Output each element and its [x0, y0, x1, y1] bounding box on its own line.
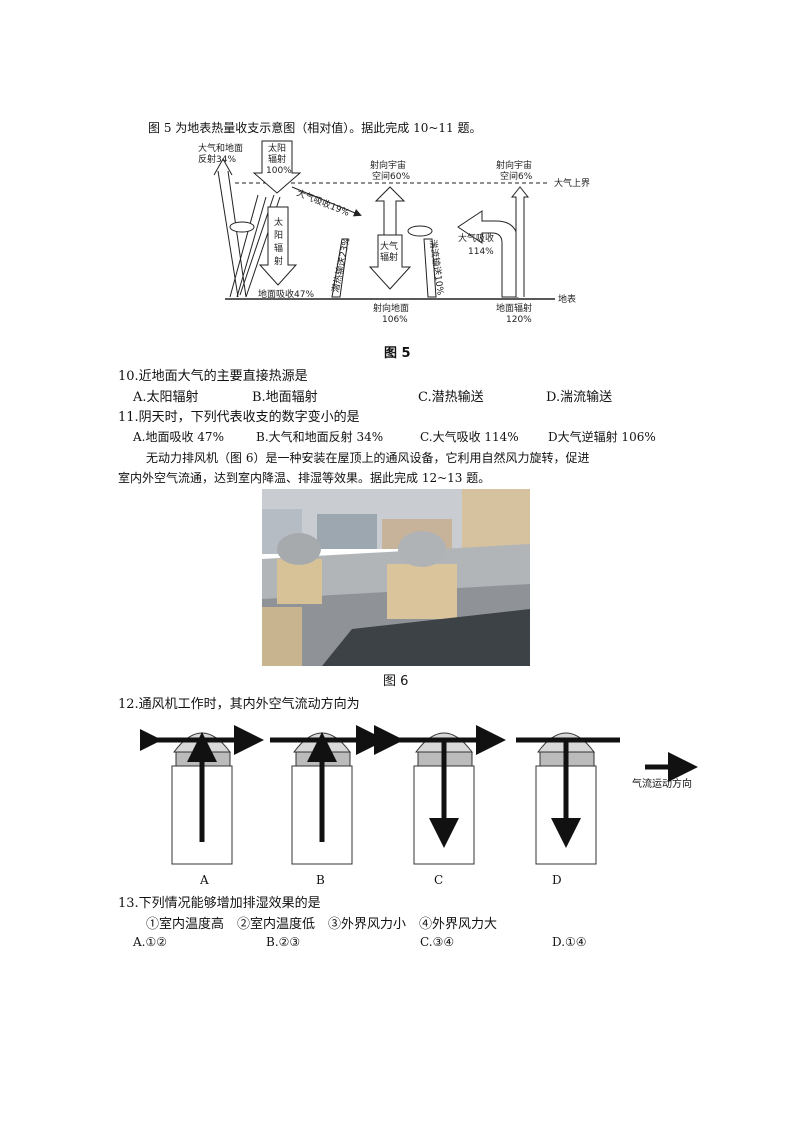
cloud-left — [229, 221, 255, 233]
svg-text:射向宇宙: 射向宇宙 — [370, 159, 406, 171]
svg-text:射向地面: 射向地面 — [373, 302, 409, 314]
q12-label-c: C — [434, 873, 444, 887]
latent-heat-arrow — [331, 238, 349, 298]
svg-text:辐: 辐 — [274, 242, 283, 254]
svg-text:大气: 大气 — [380, 240, 398, 252]
option-d-diagram — [516, 732, 620, 865]
intro-fig6-line2: 室内外空气流通，达到室内降温、排湿等效果。据此完成 12~13 题。 — [118, 471, 491, 485]
q10-option-a: A.太阳辐射 — [133, 390, 199, 405]
label-reflect-2: 反射34% — [198, 153, 236, 165]
label-atm-absorb19: 大气吸收19% — [295, 187, 352, 219]
q12-label-b: B — [316, 873, 325, 887]
q10-option-b: B.地面辐射 — [252, 390, 318, 405]
reflect-arrow-2 — [229, 194, 267, 298]
svg-text:大气吸收: 大气吸收 — [458, 232, 494, 244]
q12-stem: 12.通风机工作时，其内外空气流动方向为 — [118, 697, 360, 712]
q13-stem: 13.下列情况能够增加排湿效果的是 — [118, 896, 321, 911]
svg-text:地面辐射: 地面辐射 — [496, 302, 532, 314]
q10-option-d: D.湍流输送 — [546, 390, 613, 405]
space60-arrow — [374, 186, 406, 236]
svg-text:辐射: 辐射 — [268, 153, 286, 165]
option-a-diagram — [140, 725, 264, 865]
reflect-arrow-1 — [217, 170, 247, 298]
q13-items: ①室内温度高 ②室内温度低 ③外界风力小 ④外界风力大 — [146, 917, 498, 932]
heat-budget-diagram: 大气上界 地表 大气和地面 反射34% 太阳 辐射 100% 大气吸收19% 太… — [198, 140, 590, 325]
intro-fig5: 图 5 为地表热量收支示意图（相对值）。据此完成 10~11 题。 — [148, 121, 482, 135]
label-reflect-1: 大气和地面 — [198, 142, 243, 154]
atm-radiation-arrow — [368, 234, 412, 290]
q13-option-a: A.①② — [133, 935, 167, 949]
q11-option-d: D大气逆辐射 106% — [548, 430, 656, 444]
q13-option-d: D.①④ — [552, 935, 587, 949]
label-surface: 地表 — [558, 293, 576, 305]
svg-text:120%: 120% — [506, 315, 532, 325]
q11-option-b: B.大气和地面反射 34% — [256, 430, 384, 444]
roof-ventilator-photo — [262, 489, 530, 666]
option-b-diagram — [270, 725, 386, 865]
svg-text:太: 太 — [274, 216, 283, 228]
q12-label-d: D — [552, 873, 562, 887]
solar-down-arrow — [258, 206, 298, 286]
svg-text:114%: 114% — [468, 247, 494, 257]
q10-option-c: C.潜热输送 — [418, 390, 484, 405]
fig5-caption: 图 5 — [384, 346, 411, 361]
solar-arrow — [252, 140, 302, 194]
turbulent-arrow — [423, 238, 437, 298]
ventilator-options-diagram — [140, 725, 698, 865]
option-c-diagram — [374, 725, 506, 865]
q13-option-b: B.②③ — [266, 935, 301, 949]
svg-text:辐射: 辐射 — [380, 251, 398, 263]
svg-text:空间6%: 空间6% — [500, 170, 533, 182]
q11-option-a: A.地面吸收 47% — [133, 430, 224, 444]
intro-fig6-line1: 无动力排风机（图 6）是一种安装在屋顶上的通风设备，它利用自然风力旋转，促进 — [146, 451, 590, 465]
fig6-caption: 图 6 — [383, 674, 409, 689]
airflow-legend-label: 气流运动方向 — [632, 779, 692, 790]
space6-arrow — [510, 186, 530, 297]
q11-stem: 11.阴天时，下列代表收支的数字变小的是 — [118, 410, 360, 425]
q11-option-c: C.大气吸收 114% — [420, 430, 519, 444]
svg-text:潜热输送23%: 潜热输送23% — [329, 236, 352, 294]
svg-text:太阳: 太阳 — [268, 142, 286, 154]
label-ground-absorb: 地面吸收47% — [258, 288, 314, 300]
svg-text:空间60%: 空间60% — [372, 170, 410, 182]
label-top-atm: 大气上界 — [554, 177, 590, 189]
svg-text:106%: 106% — [382, 315, 408, 325]
q12-label-a: A — [200, 873, 209, 887]
svg-text:100%: 100% — [266, 166, 292, 176]
cloud-middle — [407, 225, 433, 237]
q13-option-c: C.③④ — [420, 935, 455, 949]
svg-text:射向宇宙: 射向宇宙 — [496, 159, 532, 171]
svg-text:阳: 阳 — [274, 230, 283, 241]
q10-stem: 10.近地面大气的主要直接热源是 — [118, 369, 308, 384]
svg-text:射: 射 — [274, 255, 283, 267]
